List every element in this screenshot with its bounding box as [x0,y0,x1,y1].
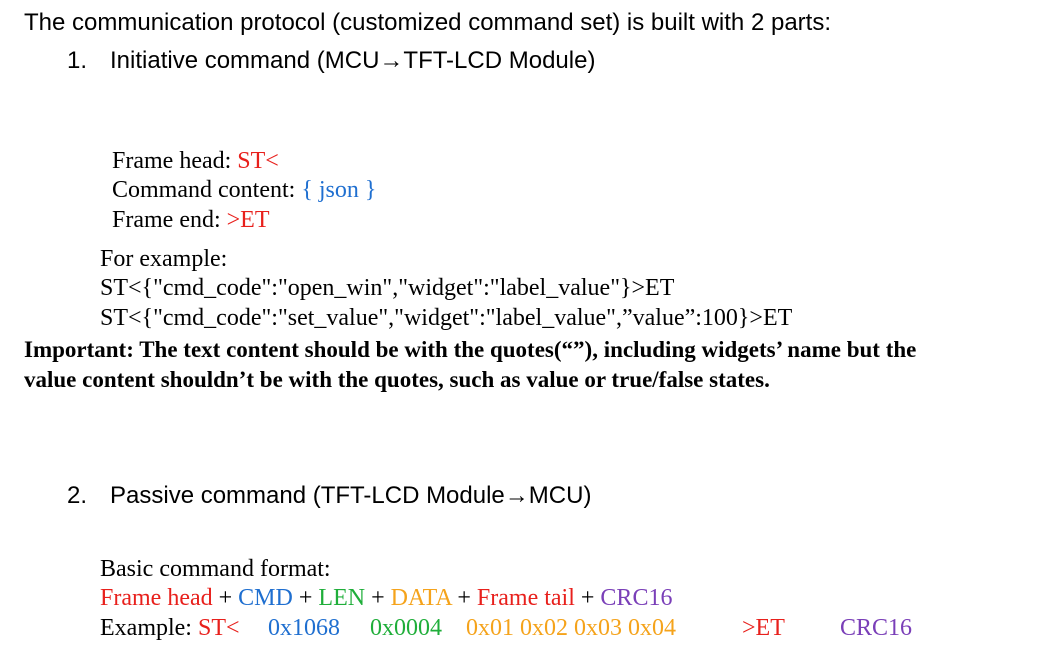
format-frame-head: Frame head [100,585,213,611]
format-crc: CRC16 [600,585,673,611]
command-content-line: Command content: { json } [100,150,376,204]
important-note-line2: value content shouldn’t be with the quot… [24,367,770,392]
example-len: 0x0004 [370,615,442,641]
section2-number: 2. [67,482,88,509]
format-plus: + [574,585,601,611]
frame-end-line: Frame end: >ET [100,180,270,234]
example-crc: CRC16 [840,615,913,641]
format-plus: + [365,585,391,611]
format-formula: Frame head + CMD + LEN + DATA + Frame ta… [100,585,672,612]
format-data: DATA [390,585,452,611]
example-1: ST<{"cmd_code":"open_win","widget":"labe… [100,275,675,301]
command-content-label: Command content: [112,177,302,203]
format-frame-tail: Frame tail [476,585,575,611]
frame-head-value: ST< [237,148,279,174]
format-len: LEN [318,585,366,611]
example-st: ST< [197,615,240,641]
frame-head-label: Frame head: [112,148,238,174]
example-et: >ET [742,615,785,641]
example-label: For example: [100,246,228,272]
important-note-line1: Important: The text content should be wi… [24,337,917,362]
example-cmd: 0x1068 [268,615,340,641]
section2-title: Passive command (TFT-LCD Module→MCU) [110,482,592,509]
example-data: 0x01 0x02 0x03 0x04 [466,615,676,641]
format-plus: + [212,585,239,611]
example-2: ST<{"cmd_code":"set_value","widget":"lab… [100,305,793,331]
format-plus: + [292,585,319,611]
frame-end-label: Frame end: [112,207,227,233]
example-label-text: Example: [100,615,198,641]
frame-end-value: >ET [226,207,270,233]
format-label: Basic command format: [100,556,331,582]
format-cmd: CMD [238,585,293,611]
intro-text: The communication protocol (customized c… [24,9,831,36]
frame-head-line: Frame head: ST< [100,121,279,175]
section1-title: Initiative command (MCU→TFT-LCD Module) [110,47,596,74]
format-plus: + [451,585,477,611]
command-content-value: { json } [301,177,377,203]
section1-number: 1. [67,47,88,74]
example-row-label: Example: ST< [100,615,240,642]
